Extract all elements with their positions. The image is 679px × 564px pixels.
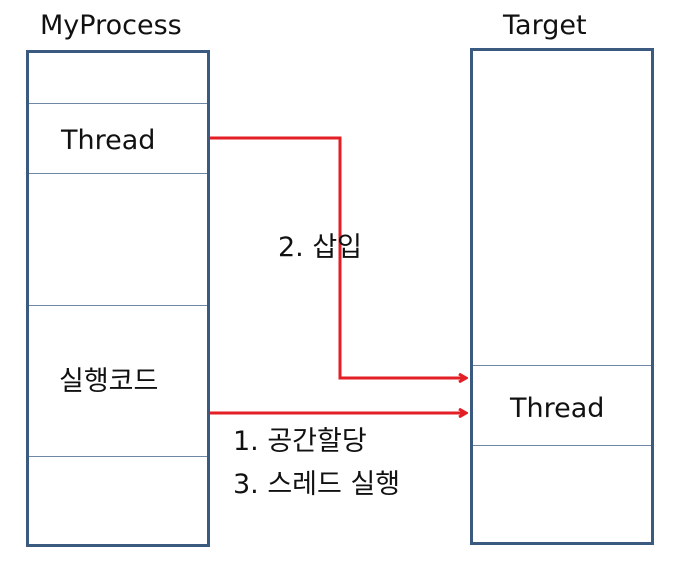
myprocess-code-label: 실행코드 — [59, 366, 159, 397]
divider — [29, 103, 207, 104]
divider — [473, 445, 651, 446]
target-memory-box: Thread — [470, 48, 654, 545]
execute-note: 3. 스레드 실행 — [233, 469, 401, 500]
target-title: Target — [503, 10, 587, 41]
target-thread-label: Thread — [510, 393, 605, 424]
divider — [29, 173, 207, 174]
myprocess-thread-label: Thread — [61, 125, 156, 156]
myprocess-title: MyProcess — [40, 10, 182, 41]
myprocess-memory-box: Thread 실행코드 — [26, 50, 210, 547]
inject-arrow — [210, 136, 466, 378]
inject-note: 2. 삽입 — [278, 232, 363, 263]
divider — [29, 305, 207, 306]
divider — [473, 365, 651, 366]
divider — [29, 456, 207, 457]
allocate-note: 1. 공간할당 — [233, 426, 367, 457]
